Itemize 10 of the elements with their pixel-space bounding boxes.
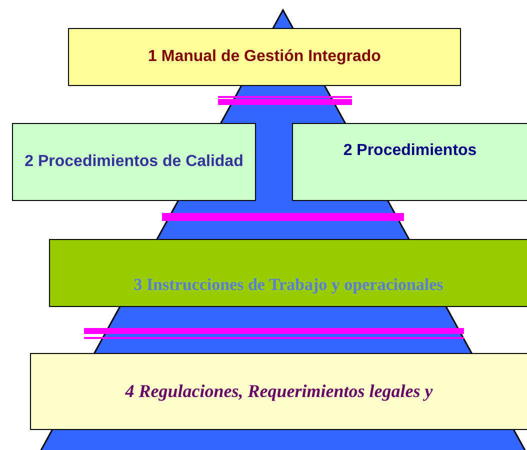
level-label: 2 Procedimientos de Calidad — [24, 152, 244, 172]
level-box — [12, 123, 256, 201]
level-box — [30, 353, 527, 430]
level-label: 1 Manual de Gestión Integrado — [147, 47, 382, 68]
level-label: 3 Instrucciones de Trabajo y operacionales — [132, 274, 444, 296]
level-box — [68, 28, 461, 86]
level-label: 2 Procedimientos — [342, 141, 478, 161]
level-box — [292, 123, 527, 201]
level-label: 4 Regulaciones, Requerimientos legales y — [124, 380, 434, 404]
level-box — [49, 239, 527, 307]
